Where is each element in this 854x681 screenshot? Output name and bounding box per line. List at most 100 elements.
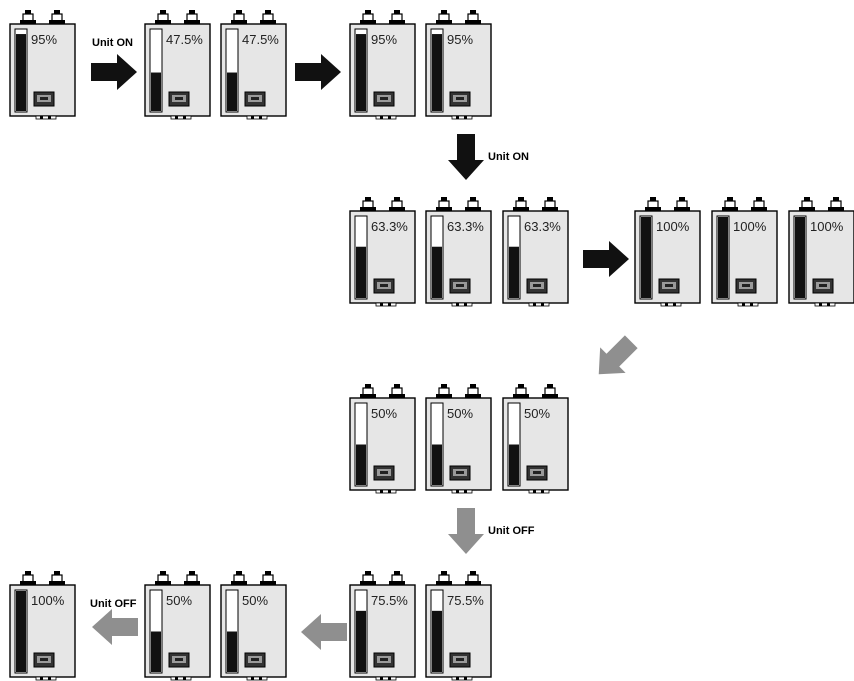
- control-panel-icon: [735, 278, 757, 294]
- bottom-fittings-icon: [375, 489, 397, 494]
- control-panel-icon: [658, 278, 680, 294]
- water-heater-unit: 50%: [425, 384, 492, 494]
- capacity-label: 75.5%: [447, 593, 484, 608]
- water-heater-unit: 95%: [9, 10, 76, 120]
- left-fitting-icon: [231, 10, 247, 25]
- capacity-bar: [356, 246, 366, 298]
- transition-arrow: Unit OFF: [90, 598, 138, 645]
- control-panel-icon: [244, 91, 266, 107]
- bottom-fittings-icon: [451, 489, 473, 494]
- capacity-bar: [151, 631, 161, 672]
- capacity-bar: [356, 610, 366, 672]
- bottom-fittings-icon: [451, 676, 473, 681]
- bottom-fittings-icon: [528, 302, 550, 307]
- control-panel-icon: [373, 278, 395, 294]
- left-fitting-icon: [799, 197, 815, 212]
- transition-label: Unit OFF: [488, 525, 535, 537]
- capacity-bar: [795, 217, 805, 298]
- control-panel-icon: [244, 652, 266, 668]
- capacity-bar: [16, 34, 26, 111]
- right-fitting-icon: [465, 384, 481, 399]
- transition-arrow: [295, 54, 341, 90]
- transition-arrow: Unit ON: [91, 37, 137, 90]
- right-fitting-icon: [465, 197, 481, 212]
- bottom-fittings-icon: [35, 115, 57, 120]
- arrow-shape: [448, 134, 484, 180]
- control-panel-icon: [168, 91, 190, 107]
- transition-label: Unit ON: [92, 37, 133, 49]
- right-fitting-icon: [49, 10, 65, 25]
- capacity-bar: [509, 444, 519, 485]
- capacity-label: 50%: [166, 593, 192, 608]
- arrow-shape: [448, 508, 484, 554]
- bottom-fittings-icon: [170, 115, 192, 120]
- control-panel-icon: [373, 465, 395, 481]
- right-fitting-icon: [260, 10, 276, 25]
- transition-label: Unit ON: [488, 151, 529, 163]
- right-fitting-icon: [542, 384, 558, 399]
- transition-arrow: Unit OFF: [448, 508, 535, 554]
- right-fitting-icon: [184, 10, 200, 25]
- capacity-label: 63.3%: [371, 219, 408, 234]
- water-heater-unit: 100%: [9, 571, 76, 681]
- water-heater-unit: 50%: [220, 571, 287, 681]
- bottom-fittings-icon: [375, 115, 397, 120]
- right-fitting-icon: [389, 571, 405, 586]
- capacity-label: 47.5%: [242, 32, 279, 47]
- arrows-layer: Unit ON Unit ON Unit OFF Unit OFF: [90, 37, 638, 650]
- arrow-shape: [92, 609, 138, 645]
- control-panel-icon: [373, 652, 395, 668]
- capacity-label: 50%: [242, 593, 268, 608]
- capacity-label: 100%: [31, 593, 65, 608]
- right-fitting-icon: [389, 384, 405, 399]
- right-fitting-icon: [389, 197, 405, 212]
- water-heater-unit: 75.5%: [425, 571, 492, 681]
- water-heater-unit: 100%: [634, 197, 701, 307]
- right-fitting-icon: [465, 571, 481, 586]
- capacity-bar: [432, 610, 442, 672]
- right-fitting-icon: [465, 10, 481, 25]
- water-heater-unit: 50%: [502, 384, 569, 494]
- transition-arrow: Unit ON: [448, 134, 529, 180]
- left-fitting-icon: [513, 384, 529, 399]
- capacity-bar: [432, 246, 442, 298]
- capacity-label: 63.3%: [447, 219, 484, 234]
- left-fitting-icon: [436, 197, 452, 212]
- bottom-fittings-icon: [528, 489, 550, 494]
- control-panel-icon: [449, 91, 471, 107]
- capacity-bar: [227, 631, 237, 672]
- capacity-label: 95%: [31, 32, 57, 47]
- control-panel-icon: [449, 465, 471, 481]
- transition-arrow: [301, 614, 347, 650]
- right-fitting-icon: [828, 197, 844, 212]
- control-panel-icon: [373, 91, 395, 107]
- capacity-label: 95%: [447, 32, 473, 47]
- capacity-label: 100%: [656, 219, 690, 234]
- capacity-bar: [432, 34, 442, 111]
- bottom-fittings-icon: [246, 115, 268, 120]
- water-heater-unit: 63.3%: [349, 197, 416, 307]
- left-fitting-icon: [20, 10, 36, 25]
- control-panel-icon: [812, 278, 834, 294]
- water-heater-unit: 95%: [425, 10, 492, 120]
- bottom-fittings-icon: [451, 115, 473, 120]
- right-fitting-icon: [260, 571, 276, 586]
- water-heater-unit: 47.5%: [144, 10, 211, 120]
- water-heater-unit: 95%: [349, 10, 416, 120]
- bottom-fittings-icon: [660, 302, 682, 307]
- arrow-shape: [295, 54, 341, 90]
- capacity-bar: [356, 444, 366, 485]
- left-fitting-icon: [20, 571, 36, 586]
- water-heater-unit: 50%: [349, 384, 416, 494]
- left-fitting-icon: [231, 571, 247, 586]
- left-fitting-icon: [436, 10, 452, 25]
- control-panel-icon: [168, 652, 190, 668]
- left-fitting-icon: [645, 197, 661, 212]
- capacity-bar: [16, 591, 26, 672]
- bottom-fittings-icon: [375, 676, 397, 681]
- capacity-bar: [151, 72, 161, 111]
- left-fitting-icon: [155, 10, 171, 25]
- control-panel-icon: [449, 652, 471, 668]
- capacity-label: 75.5%: [371, 593, 408, 608]
- transition-arrow: [598, 335, 638, 375]
